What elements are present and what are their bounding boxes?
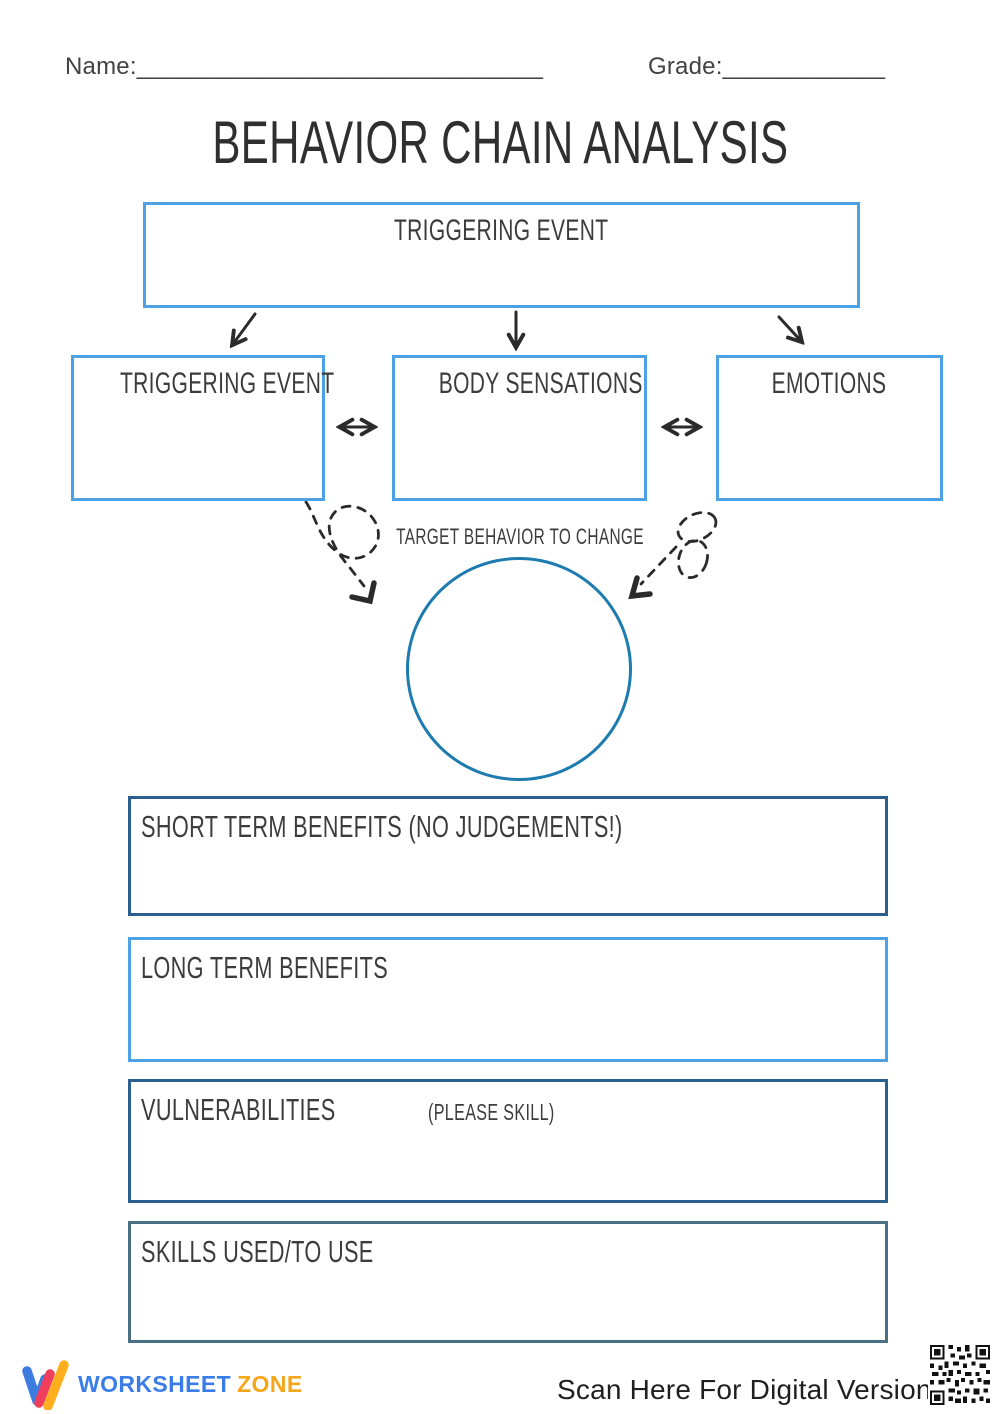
body-sensations-box[interactable]: BODY SENSATIONS — [392, 355, 647, 501]
name-label: Name: — [65, 53, 137, 80]
down-arrow-right-icon — [777, 315, 801, 341]
brand-word-worksheet: WORKSHEET — [78, 1370, 232, 1397]
skills-used-label: SKILLS USED/TO USE — [131, 1224, 885, 1270]
triggering-event-top-box[interactable]: TRIGGERING EVENT — [143, 202, 860, 308]
target-behavior-label-text: TARGET BEHAVIOR TO CHANGE — [396, 524, 644, 549]
worksheetzone-logo: WORKSHEET ZONE — [20, 1358, 303, 1410]
doodle-arrow-right-icon — [628, 511, 718, 600]
name-line[interactable]: ______________________________ — [136, 53, 544, 80]
grade-label: Grade: — [648, 53, 723, 80]
emotions-label: EMOTIONS — [719, 358, 940, 401]
long-term-benefits-label-text: LONG TERM BENEFITS — [141, 950, 389, 985]
page-title: BEHAVIOR CHAIN ANALYSIS — [0, 108, 1000, 177]
body-sensations-label: BODY SENSATIONS — [395, 358, 644, 401]
logo-mark-icon — [22, 1360, 69, 1410]
target-behavior-circle[interactable] — [406, 557, 632, 781]
short-term-benefits-label-text: SHORT TERM BENEFITS (NO JUDGEMENTS!) — [141, 809, 623, 844]
short-term-benefits-label: SHORT TERM BENEFITS (NO JUDGEMENTS!) — [131, 799, 885, 845]
short-term-benefits-box[interactable]: SHORT TERM BENEFITS (NO JUDGEMENTS!) — [128, 796, 888, 916]
vulnerabilities-label-text: VULNERABILITIES — [141, 1092, 336, 1127]
long-term-benefits-label: LONG TERM BENEFITS — [131, 940, 885, 986]
triggering-event-top-label-text: TRIGGERING EVENT — [394, 214, 609, 247]
vulnerabilities-label: VULNERABILITIES (PLEASE SKILL) — [131, 1082, 885, 1128]
down-arrow-left-icon — [233, 312, 257, 344]
doodle-arrow-left-icon — [304, 500, 380, 605]
name-field[interactable]: Name:______________________________ — [65, 53, 543, 81]
qr-code — [928, 1343, 992, 1407]
emotions-label-text: EMOTIONS — [772, 367, 887, 400]
triggering-event-box[interactable]: TRIGGERING EVENT — [71, 355, 334, 501]
body-sensations-label-text: BODY SENSATIONS — [438, 367, 643, 400]
long-term-benefits-box[interactable]: LONG TERM BENEFITS — [128, 937, 888, 1062]
grade-line[interactable]: ____________ — [722, 53, 886, 80]
target-behavior-label: TARGET BEHAVIOR TO CHANGE — [0, 524, 1000, 550]
emotions-box[interactable]: EMOTIONS — [716, 355, 943, 501]
skills-used-box[interactable]: SKILLS USED/TO USE — [128, 1221, 888, 1343]
triggering-event-top-label: TRIGGERING EVENT — [146, 205, 857, 248]
grade-field[interactable]: Grade:____________ — [648, 53, 885, 81]
brand-word-zone: ZONE — [237, 1370, 303, 1397]
skills-used-label-text: SKILLS USED/TO USE — [141, 1234, 374, 1269]
triggering-event-label: TRIGGERING EVENT — [74, 358, 334, 401]
vulnerabilities-sublabel-text: (PLEASE SKILL) — [427, 1099, 555, 1125]
scan-here-text: Scan Here For Digital Version — [557, 1374, 932, 1405]
vulnerabilities-box[interactable]: VULNERABILITIES (PLEASE SKILL) — [128, 1079, 888, 1203]
page-title-text: BEHAVIOR CHAIN ANALYSIS — [211, 109, 788, 176]
triggering-event-label-text: TRIGGERING EVENT — [119, 367, 335, 400]
